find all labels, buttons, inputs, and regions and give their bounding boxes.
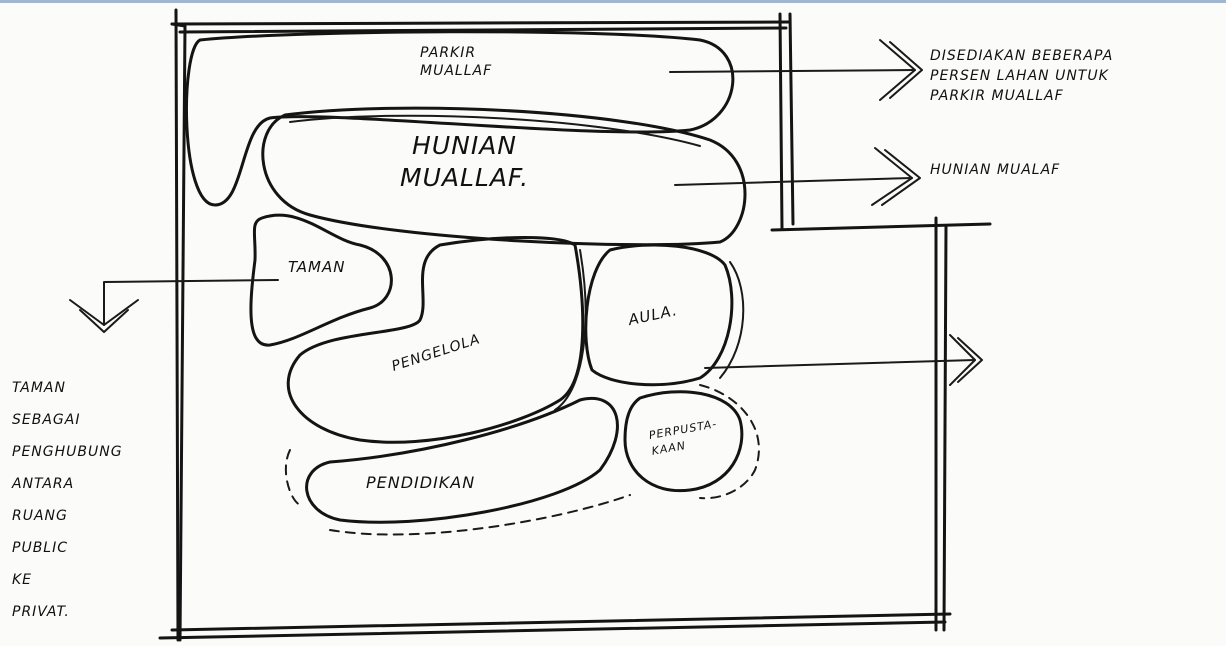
note-hunian: HUNIAN MUALAF xyxy=(930,162,1061,178)
zone-hunian xyxy=(261,106,747,247)
note-parkir: DISEDIAKAN BEBERAPA PERSEN LAHAN UNTUK P… xyxy=(930,48,1114,104)
site-boundary xyxy=(158,8,992,642)
note-taman: TAMAN SEBAGAI PENGHUBUNG ANTARA RUANG PU… xyxy=(12,380,123,620)
zone-aula xyxy=(584,243,734,387)
arrow-hunian-note xyxy=(674,147,921,206)
zone-taman xyxy=(249,213,393,347)
window-top-edge xyxy=(0,0,1226,3)
zone-label-parkir: PARKIR MUALLAF xyxy=(420,45,493,79)
arrow-parkir-note xyxy=(669,39,923,101)
zone-label-taman: TAMAN xyxy=(288,258,346,276)
zone-pendidikan xyxy=(305,397,619,524)
zone-label-hunian: HUNIAN MUALLAF. xyxy=(400,131,530,192)
zone-pengelola xyxy=(286,236,585,444)
arrow-east xyxy=(704,334,983,386)
zone-label-pendidikan: PENDIDIKAN xyxy=(366,473,476,492)
zone-parkir xyxy=(185,30,735,207)
zone-perpustakaan xyxy=(623,390,744,493)
arrow-taman-note xyxy=(69,279,279,333)
